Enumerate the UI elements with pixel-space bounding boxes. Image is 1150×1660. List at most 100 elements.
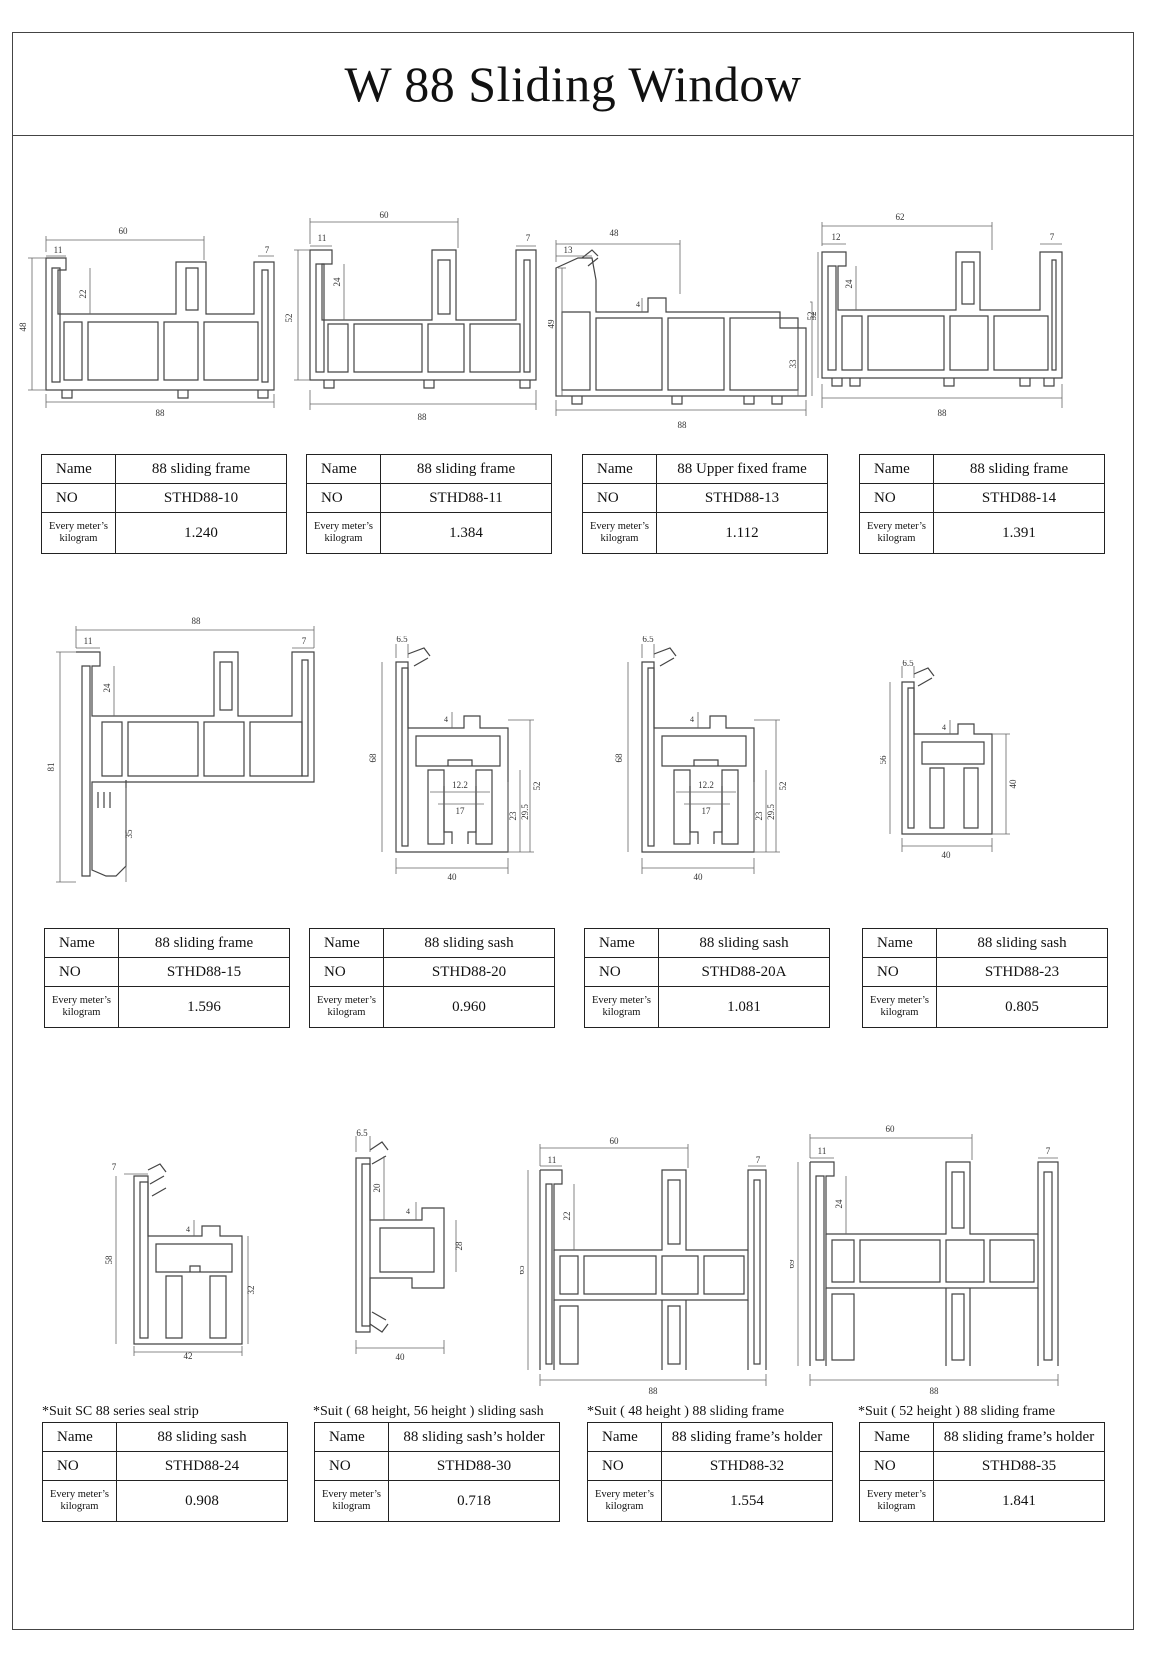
- label-weight-line2: kilogram: [62, 1007, 101, 1018]
- label-name: Name: [859, 454, 934, 484]
- profile-kg: 1.596: [118, 986, 290, 1028]
- dim-inner: 4: [690, 715, 694, 724]
- dim-top: 6.5: [642, 636, 654, 644]
- label-weight-line1: Every meter’s: [592, 995, 651, 1006]
- profile-kg: 1.112: [656, 512, 828, 554]
- profile-no: STHD88-35: [933, 1451, 1105, 1481]
- drawing-sthd88-11: 60 11 7 52 24 88: [284, 210, 554, 425]
- profile-name: 88 sliding sash: [116, 1422, 288, 1452]
- profile-kg: 0.805: [936, 986, 1108, 1028]
- dim-bottom: 40: [396, 1352, 406, 1362]
- dim-inner: 24: [834, 1199, 844, 1209]
- dim-a: 12.2: [698, 780, 714, 790]
- dim-top: 7: [112, 1162, 117, 1172]
- dim-bottom: 42: [184, 1351, 193, 1360]
- label-weight-line1: Every meter’s: [52, 995, 111, 1006]
- label-name: Name: [309, 928, 384, 958]
- dim-left: 12: [832, 232, 841, 242]
- profile-kg: 0.908: [116, 1480, 288, 1522]
- label-no: NO: [859, 1451, 934, 1481]
- dim-c: 23: [754, 811, 764, 821]
- profile-no: STHD88-20: [383, 957, 555, 987]
- label-name: Name: [582, 454, 657, 484]
- dim-side: 69: [790, 1259, 796, 1269]
- profile-name: 88 sliding frame: [118, 928, 290, 958]
- drawing-sthd88-15: 88 11 7 81 24 35: [46, 612, 326, 892]
- profile-name: 88 sliding sash: [383, 928, 555, 958]
- title-bar: W 88 Sliding Window: [12, 32, 1134, 136]
- label-weight-line1: Every meter’s: [595, 1489, 654, 1500]
- drawing-sthd88-20a: 6.5 68 4 52 12.2 17 23 29.5 40: [614, 636, 814, 886]
- dim-top: 62: [896, 212, 905, 222]
- dim-side: 68: [614, 753, 624, 763]
- dim-top: 60: [610, 1136, 620, 1146]
- label-weight-line2: kilogram: [605, 1501, 644, 1512]
- dim-right: 28: [454, 1241, 464, 1251]
- dim-right: 52: [532, 782, 542, 791]
- drawing-sthd88-14: 62 12 7 52 24 88: [812, 212, 1082, 422]
- dim-b: 17: [702, 806, 712, 816]
- label-no: NO: [862, 957, 937, 987]
- drawing-sthd88-13: 48 13 52 49 4 33 88: [548, 228, 818, 438]
- drawing-sthd88-23: 6.5 56 4 40 40: [880, 660, 1060, 860]
- profile-no: STHD88-10: [115, 483, 287, 513]
- dim-inner: 4: [186, 1225, 190, 1234]
- dim-right: 52: [778, 782, 788, 791]
- label-weight-line1: Every meter’s: [322, 1489, 381, 1500]
- page-border: [12, 32, 1134, 1630]
- label-name: Name: [862, 928, 937, 958]
- dim-top: 60: [886, 1124, 896, 1134]
- dim-side: 58: [104, 1255, 114, 1265]
- dim-inner: 22: [562, 1212, 572, 1221]
- note-sthd88-35: *Suit ( 52 height ) 88 sliding frame: [858, 1404, 1056, 1419]
- dim-top: 60: [380, 210, 390, 220]
- dim-bottom: 88: [938, 408, 948, 418]
- dim-bottom: 40: [942, 850, 952, 860]
- label-name: Name: [44, 928, 119, 958]
- profile-kg: 1.240: [115, 512, 287, 554]
- profile-name: 88 sliding frame: [115, 454, 287, 484]
- profile-name: 88 sliding frame’s holder: [661, 1422, 833, 1452]
- label-name: Name: [41, 454, 116, 484]
- dim-inner: 24: [844, 279, 854, 289]
- label-name: Name: [584, 928, 659, 958]
- dim-bottom: 88: [678, 420, 688, 430]
- dim-top: 6.5: [356, 1128, 368, 1138]
- dim-bottom: 88: [156, 408, 166, 418]
- profile-name: 88 Upper fixed frame: [656, 454, 828, 484]
- dim-side: 52: [284, 314, 294, 323]
- label-weight-line1: Every meter’s: [49, 521, 108, 532]
- profile-no: STHD88-14: [933, 483, 1105, 513]
- profile-name: 88 sliding sash’s holder: [388, 1422, 560, 1452]
- label-weight-line1: Every meter’s: [50, 1489, 109, 1500]
- profile-no: STHD88-24: [116, 1451, 288, 1481]
- drawing-sthd88-35-bottom-dim: 88: [790, 1372, 1090, 1402]
- label-no: NO: [41, 483, 116, 513]
- label-no: NO: [42, 1451, 117, 1481]
- label-weight-line1: Every meter’s: [314, 521, 373, 532]
- dim-extra: 33: [788, 359, 798, 369]
- dim-d: 29.5: [520, 804, 530, 820]
- profile-no: STHD88-15: [118, 957, 290, 987]
- dim-bottom: 88: [649, 1386, 659, 1396]
- label-no: NO: [582, 483, 657, 513]
- dim-right: 7: [265, 245, 270, 255]
- label-weight-line2: kilogram: [332, 1501, 371, 1512]
- dim-bottom: 40: [448, 872, 458, 882]
- profile-kg: 0.960: [383, 986, 555, 1028]
- dim-inner: 20: [372, 1183, 382, 1193]
- drawing-sthd88-20: 6.5 68 4 52 12.2 17 23 29.5 40: [368, 636, 568, 886]
- label-weight-line1: Every meter’s: [317, 995, 376, 1006]
- label-weight-line1: Every meter’s: [867, 521, 926, 532]
- drawing-sthd88-24: 7 58 4 32 42: [96, 1160, 276, 1360]
- dim-right: 7: [302, 636, 307, 646]
